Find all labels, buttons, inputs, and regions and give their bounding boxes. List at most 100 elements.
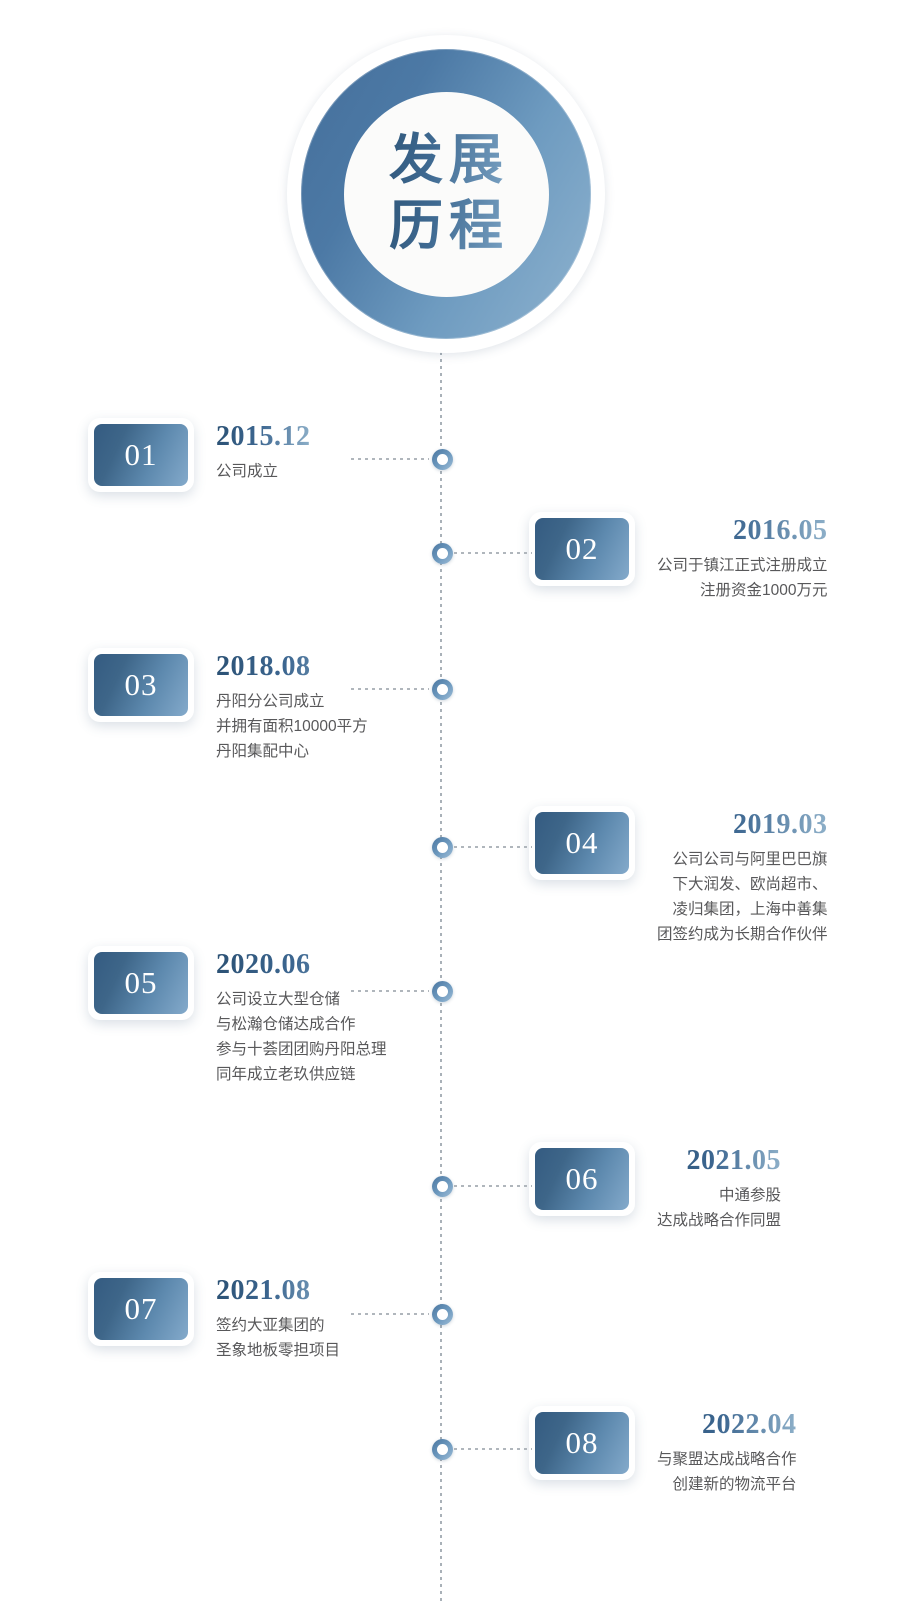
timeline-item-07[interactable]: 07 2021.08 签约大亚集团的圣象地板零担项目 — [0, 1272, 900, 1363]
header-badge: 发展 历程 — [287, 35, 605, 353]
step-number-badge[interactable]: 08 — [529, 1406, 635, 1480]
timeline-item-content: 05 2020.06 公司设立大型仓储与松瀚仓储达成合作参与十荟团团购丹阳总理同年成… — [88, 946, 387, 1087]
timeline-item-06[interactable]: 06 2021.05 中通参股达成战略合作同盟 — [0, 1142, 900, 1233]
timeline-item-description: 丹阳分公司成立并拥有面积10000平方丹阳集配中心 — [216, 689, 368, 764]
timeline-item-description-line: 注册资金1000万元 — [700, 582, 828, 600]
step-number-badge[interactable]: 04 — [529, 806, 635, 880]
step-number-label: 03 — [124, 667, 158, 702]
timeline-node-marker[interactable] — [432, 679, 453, 700]
timeline-connector-line — [454, 1185, 532, 1187]
timeline-item-content: 06 2021.05 中通参股达成战略合作同盟 — [529, 1142, 781, 1233]
step-number-box: 01 — [94, 424, 188, 486]
timeline-item-date: 2022.04 — [657, 1408, 797, 1441]
step-number-label: 05 — [124, 965, 158, 1000]
step-number-badge[interactable]: 03 — [88, 648, 194, 722]
timeline-node-marker[interactable] — [432, 449, 453, 470]
timeline-item-description: 与聚盟达成战略合作创建新的物流平台 — [657, 1447, 797, 1497]
timeline-connector-line — [454, 846, 532, 848]
timeline-node-marker[interactable] — [432, 1439, 453, 1460]
header-title-line1: 发展 — [383, 128, 509, 194]
step-number-badge[interactable]: 07 — [88, 1272, 194, 1346]
timeline-item-date: 2021.08 — [216, 1274, 340, 1307]
header-title-line2: 历程 — [383, 194, 509, 260]
header-ring: 发展 历程 — [301, 49, 591, 339]
timeline-item-content: 02 2016.05 公司于镇江正式注册成立注册资金1000万元 — [529, 512, 828, 603]
timeline-item-text: 2021.05 中通参股达成战略合作同盟 — [657, 1142, 781, 1233]
header-inner-circle: 发展 历程 — [343, 91, 549, 297]
timeline-spine — [440, 352, 442, 1605]
timeline-item-08[interactable]: 08 2022.04 与聚盟达成战略合作创建新的物流平台 — [0, 1406, 900, 1497]
timeline-connector-line — [454, 1448, 532, 1450]
timeline-item-date: 2021.05 — [657, 1144, 781, 1177]
timeline-connector-line — [351, 990, 429, 992]
timeline-item-description-line: 公司公司与阿里巴巴旗 — [672, 851, 828, 869]
step-number-box: 08 — [535, 1412, 629, 1474]
timeline-item-description-line: 同年成立老玖供应链 — [216, 1066, 356, 1084]
timeline-item-05[interactable]: 05 2020.06 公司设立大型仓储与松瀚仓储达成合作参与十荟团团购丹阳总理同年成… — [0, 946, 900, 1087]
timeline-item-text: 2020.06 公司设立大型仓储与松瀚仓储达成合作参与十荟团团购丹阳总理同年成立老… — [216, 946, 387, 1087]
timeline-item-description: 公司设立大型仓储与松瀚仓储达成合作参与十荟团团购丹阳总理同年成立老玖供应链 — [216, 987, 387, 1087]
timeline-item-date: 2016.05 — [657, 514, 828, 547]
step-number-label: 06 — [565, 1161, 599, 1196]
timeline-item-description-line: 丹阳集配中心 — [216, 743, 310, 761]
timeline-item-date: 2020.06 — [216, 948, 387, 981]
timeline-item-text: 2016.05 公司于镇江正式注册成立注册资金1000万元 — [657, 512, 828, 603]
timeline-item-description-line: 达成战略合作同盟 — [657, 1212, 782, 1230]
timeline-node-marker[interactable] — [432, 1176, 453, 1197]
step-number-box: 02 — [535, 518, 629, 580]
timeline-item-description-line: 公司设立大型仓储 — [216, 991, 341, 1009]
timeline-item-description-line: 参与十荟团团购丹阳总理 — [216, 1041, 387, 1059]
timeline-item-description: 公司成立 — [216, 459, 311, 484]
timeline-item-description-line: 并拥有面积10000平方 — [216, 718, 368, 736]
timeline-item-content: 07 2021.08 签约大亚集团的圣象地板零担项目 — [88, 1272, 340, 1363]
timeline-connector-line — [351, 1313, 429, 1315]
timeline-item-text: 2021.08 签约大亚集团的圣象地板零担项目 — [216, 1272, 340, 1363]
step-number-label: 08 — [565, 1425, 599, 1460]
step-number-box: 06 — [535, 1148, 629, 1210]
timeline-item-description: 签约大亚集团的圣象地板零担项目 — [216, 1313, 340, 1363]
timeline-node-marker[interactable] — [432, 543, 453, 564]
timeline-connector-line — [454, 552, 532, 554]
step-number-box: 07 — [94, 1278, 188, 1340]
timeline-node-marker[interactable] — [432, 1304, 453, 1325]
timeline-item-description-line: 凌归集团，上海中善集 — [672, 901, 828, 919]
timeline-node-marker[interactable] — [432, 837, 453, 858]
step-number-label: 04 — [565, 825, 599, 860]
timeline-item-description: 公司于镇江正式注册成立注册资金1000万元 — [657, 553, 828, 603]
timeline-item-description-line: 签约大亚集团的 — [216, 1317, 325, 1335]
timeline-item-description-line: 中通参股 — [719, 1187, 782, 1205]
step-number-box: 05 — [94, 952, 188, 1014]
timeline-item-description: 中通参股达成战略合作同盟 — [657, 1183, 781, 1233]
timeline-item-description-line: 与聚盟达成战略合作 — [657, 1451, 797, 1469]
timeline-item-description-line: 圣象地板零担项目 — [216, 1342, 341, 1360]
timeline-item-description-line: 下大润发、欧尚超市、 — [672, 876, 828, 894]
timeline-item-02[interactable]: 02 2016.05 公司于镇江正式注册成立注册资金1000万元 — [0, 512, 900, 603]
step-number-badge[interactable]: 06 — [529, 1142, 635, 1216]
timeline-node-marker[interactable] — [432, 981, 453, 1002]
timeline-item-description-line: 与松瀚仓储达成合作 — [216, 1016, 356, 1034]
timeline-item-description-line: 公司成立 — [216, 463, 279, 481]
step-number-label: 01 — [124, 437, 158, 472]
timeline-connector-line — [351, 688, 429, 690]
step-number-box: 03 — [94, 654, 188, 716]
step-number-box: 04 — [535, 812, 629, 874]
timeline-item-description-line: 创建新的物流平台 — [672, 1476, 797, 1494]
step-number-label: 02 — [565, 531, 599, 566]
timeline-connector-line — [351, 458, 429, 460]
timeline-item-description-line: 公司于镇江正式注册成立 — [657, 557, 828, 575]
step-number-badge[interactable]: 02 — [529, 512, 635, 586]
timeline-item-description-line: 丹阳分公司成立 — [216, 693, 325, 711]
timeline-item-description-line: 团签约成为长期合作伙伴 — [657, 926, 828, 944]
step-number-badge[interactable]: 05 — [88, 946, 194, 1020]
step-number-badge[interactable]: 01 — [88, 418, 194, 492]
